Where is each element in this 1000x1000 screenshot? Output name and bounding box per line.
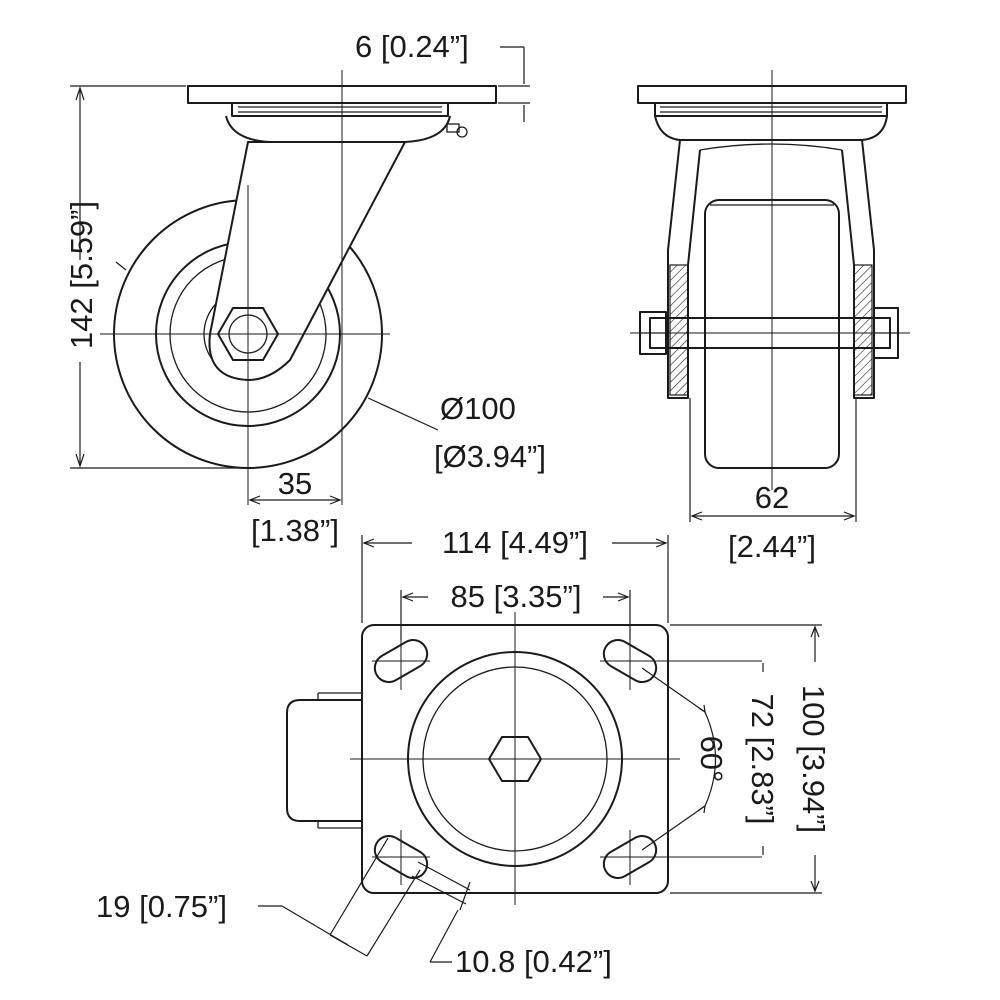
label-swivel-offset-mm: 35	[278, 466, 312, 501]
side-bearing-race	[231, 102, 449, 117]
top-wheel-protrusion	[286, 699, 362, 822]
label-slot-width: 10.8 [0.42”]	[455, 944, 612, 979]
top-slot-top-left	[373, 639, 429, 683]
label-wheel-diameter-in: [Ø3.94”]	[434, 439, 546, 474]
label-wheel-diameter-mm: Ø100	[440, 391, 516, 426]
front-view	[630, 70, 910, 522]
label-plate-length: 100 [3.94”]	[796, 685, 831, 833]
grease-nipple	[446, 123, 468, 138]
front-bushing-right	[853, 264, 873, 396]
label-plate-width: 114 [4.49”]	[442, 525, 588, 560]
label-overall-height: 142 [5.59”]	[64, 201, 99, 349]
side-view	[70, 46, 530, 505]
label-slot-length: 19 [0.75”]	[96, 889, 227, 924]
label-plate-thickness: 6 [0.24”]	[355, 29, 469, 64]
label-wheel-width-in: [2.44”]	[728, 529, 816, 564]
side-swivel-housing	[225, 115, 451, 143]
label-hole-spacing-x: 85 [3.35”]	[451, 579, 582, 614]
label-wheel-width-mm: 62	[755, 480, 789, 515]
label-hole-spacing-y: 72 [2.83”]	[745, 694, 780, 825]
front-bushing-left	[669, 264, 689, 396]
top-view	[258, 535, 822, 963]
top-slot-top-right	[602, 639, 658, 683]
label-slot-angle: 60°	[694, 736, 729, 783]
front-fork-left	[667, 139, 701, 399]
top-slot-bottom-left	[373, 835, 429, 879]
label-swivel-offset-in: [1.38”]	[251, 513, 339, 548]
front-fork-right	[841, 139, 875, 399]
top-slot-bottom-right	[602, 835, 658, 879]
